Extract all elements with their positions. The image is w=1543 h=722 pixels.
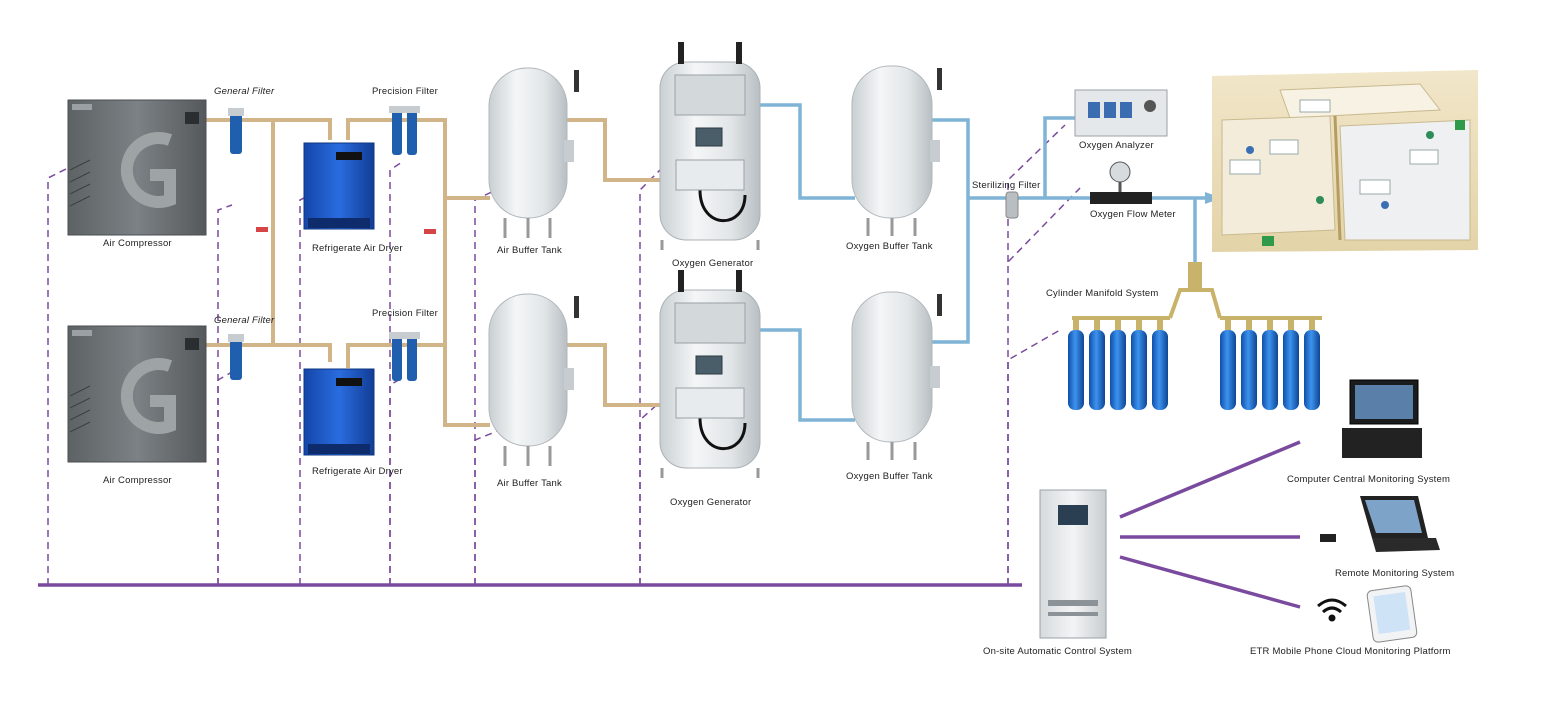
general-filter-2: [228, 334, 244, 380]
oxygen-cylinder: [1262, 318, 1278, 410]
refrigerate-dryer-1: [303, 142, 375, 230]
label-oxygen-buffer-2: Oxygen Buffer Tank: [846, 471, 933, 482]
air-compressor-2: [67, 325, 207, 463]
oxygen-cylinder: [1152, 318, 1168, 410]
oxygen-cylinder: [1304, 318, 1320, 410]
label-control-system: On-site Automatic Control System: [983, 646, 1132, 657]
label-dryer-1: Refrigerate Air Dryer: [312, 243, 403, 254]
oxygen-cylinder: [1131, 318, 1147, 410]
label-oxygen-flow-meter: Oxygen Flow Meter: [1090, 209, 1176, 220]
sterilizing-filter: [1005, 191, 1019, 219]
oxygen-generator-1: [659, 42, 761, 250]
computer-monitor: [1342, 379, 1422, 458]
oxygen-cylinder: [1283, 318, 1299, 410]
label-air-buffer-2: Air Buffer Tank: [497, 478, 562, 489]
label-oxygen-buffer-1: Oxygen Buffer Tank: [846, 241, 933, 252]
oxygen-cylinder: [1220, 318, 1236, 410]
control-cabinet: [1039, 489, 1107, 639]
cylinder-group-left: [1068, 318, 1168, 410]
air-buffer-tank-1: [488, 67, 579, 238]
oxygen-buffer-tank-1: [851, 65, 942, 236]
oxygen-analyzer: [1074, 89, 1168, 137]
general-filter-1: [228, 108, 244, 154]
label-mobile-cloud: ETR Mobile Phone Cloud Monitoring Platfo…: [1250, 646, 1451, 657]
laptop: [1320, 496, 1440, 552]
precision-filter-1: [389, 106, 420, 155]
label-remote-monitoring: Remote Monitoring System: [1335, 568, 1455, 579]
label-general-filter-2: General Filter: [214, 315, 275, 326]
oxygen-cylinder: [1110, 318, 1126, 410]
oxygen-buffer-tank-2: [851, 291, 942, 460]
label-general-filter-1: General Filter: [214, 86, 275, 97]
air-buffer-tank-2: [488, 293, 579, 466]
label-computer-monitoring: Computer Central Monitoring System: [1287, 474, 1451, 485]
label-oxygen-generator-1: Oxygen Generator: [672, 258, 754, 269]
wifi-icon: [1317, 598, 1347, 622]
hospital-illustration: [1212, 70, 1478, 252]
precision-filter-2: [389, 332, 420, 381]
label-oxygen-generator-2: Oxygen Generator: [670, 497, 752, 508]
refrigerate-dryer-2: [303, 368, 375, 456]
oxygen-flow-meter: [1090, 161, 1152, 204]
mobile-phone: [1366, 585, 1418, 643]
cylinder-group-right: [1220, 318, 1320, 410]
air-compressor-1: [67, 99, 207, 236]
label-oxygen-analyzer: Oxygen Analyzer: [1079, 140, 1154, 151]
label-precision-filter-1: Precision Filter: [372, 86, 439, 97]
oxygen-cylinder: [1068, 318, 1084, 410]
valve-1: [256, 227, 268, 232]
label-dryer-2: Refrigerate Air Dryer: [312, 466, 403, 477]
air-pipes: [205, 118, 680, 427]
label-precision-filter-2: Precision Filter: [372, 308, 439, 319]
label-air-buffer-1: Air Buffer Tank: [497, 245, 562, 256]
label-air-compressor-2: Air Compressor: [103, 475, 172, 486]
label-sterilizing-filter: Sterilizing Filter: [972, 180, 1041, 191]
label-air-compressor-1: Air Compressor: [103, 238, 172, 249]
label-cylinder-manifold: Cylinder Manifold System: [1046, 288, 1159, 299]
oxygen-cylinder: [1241, 318, 1257, 410]
oxygen-generator-2: [659, 270, 761, 478]
valve-2: [424, 229, 436, 234]
oxygen-cylinder: [1089, 318, 1105, 410]
